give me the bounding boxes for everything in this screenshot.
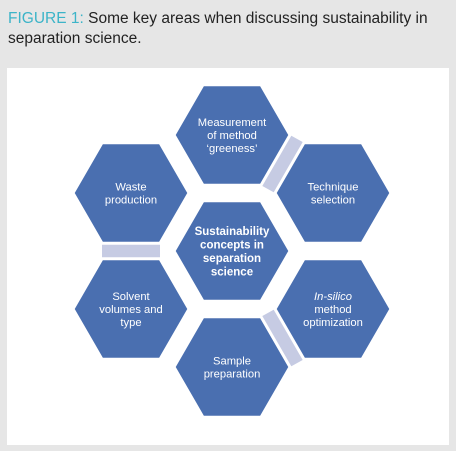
hex-measurement-label-line: ‘greeness’ (207, 143, 258, 155)
hex-measurement-shape (172, 83, 292, 187)
hex-sample-label-line: Sample (213, 356, 251, 368)
hex-solvent-label-line: type (120, 317, 141, 329)
hex-insilico-shape (273, 257, 393, 361)
hex-insilico-label-line: In-silico (314, 291, 352, 303)
figure-title: Some key areas when discussing sustainab… (8, 10, 428, 47)
hex-waste-shape (71, 141, 191, 245)
hex-measurement-label-line: Measurement (198, 117, 267, 129)
hex-solvent-label-line: Solvent (112, 291, 150, 303)
hex-technique-shape (273, 141, 393, 245)
hex-solvent-shape (71, 257, 191, 361)
hex-measurement-label-line: of method (207, 130, 257, 142)
connector-group (102, 135, 304, 367)
hex-waste-label-line: production (105, 195, 157, 207)
figure-label: FIGURE 1: (8, 10, 84, 27)
hex-insilico-label-line: method (314, 304, 351, 316)
hex-center-shape (172, 199, 292, 303)
connector-1 (261, 135, 304, 193)
hex-insilico-label-line: optimization (303, 317, 363, 329)
hex-center-label-line: Sustainability (195, 226, 270, 238)
connector-3 (102, 243, 160, 259)
hex-center-label-line: separation (203, 253, 261, 265)
figure-caption: FIGURE 1: Some key areas when discussing… (8, 9, 448, 49)
hex-solvent-label-line: volumes and (99, 304, 162, 316)
hex-sample-label-line: preparation (204, 369, 261, 381)
hex-sample-shape (172, 315, 292, 419)
hex-center-label-line: science (211, 266, 253, 278)
hex-technique-label-line: selection (311, 195, 355, 207)
hex-technique-label-line: Technique (307, 182, 358, 194)
connector-2 (261, 309, 304, 367)
hex-waste-label-line: Waste (115, 182, 146, 194)
hex-center-label-line: concepts in (200, 239, 264, 251)
